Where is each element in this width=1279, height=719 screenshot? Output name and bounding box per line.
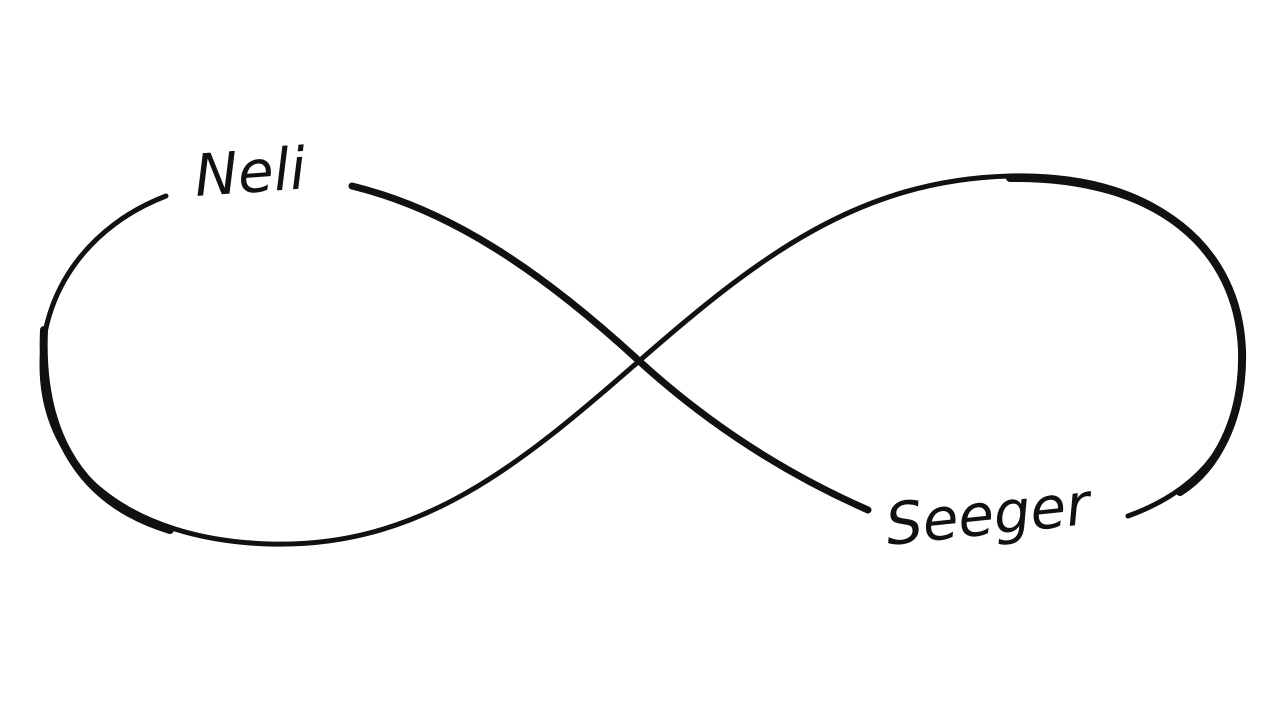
infinity-left-loop-heavy	[39, 326, 174, 534]
infinity-right-loop-heavy	[1006, 173, 1247, 496]
last-name-label: Seeger	[882, 470, 1096, 559]
infinity-right-loop	[635, 173, 1245, 519]
infinity-descending-strand	[348, 182, 872, 514]
first-name-label: Neli	[192, 134, 308, 210]
infinity-left-loop	[39, 193, 641, 547]
